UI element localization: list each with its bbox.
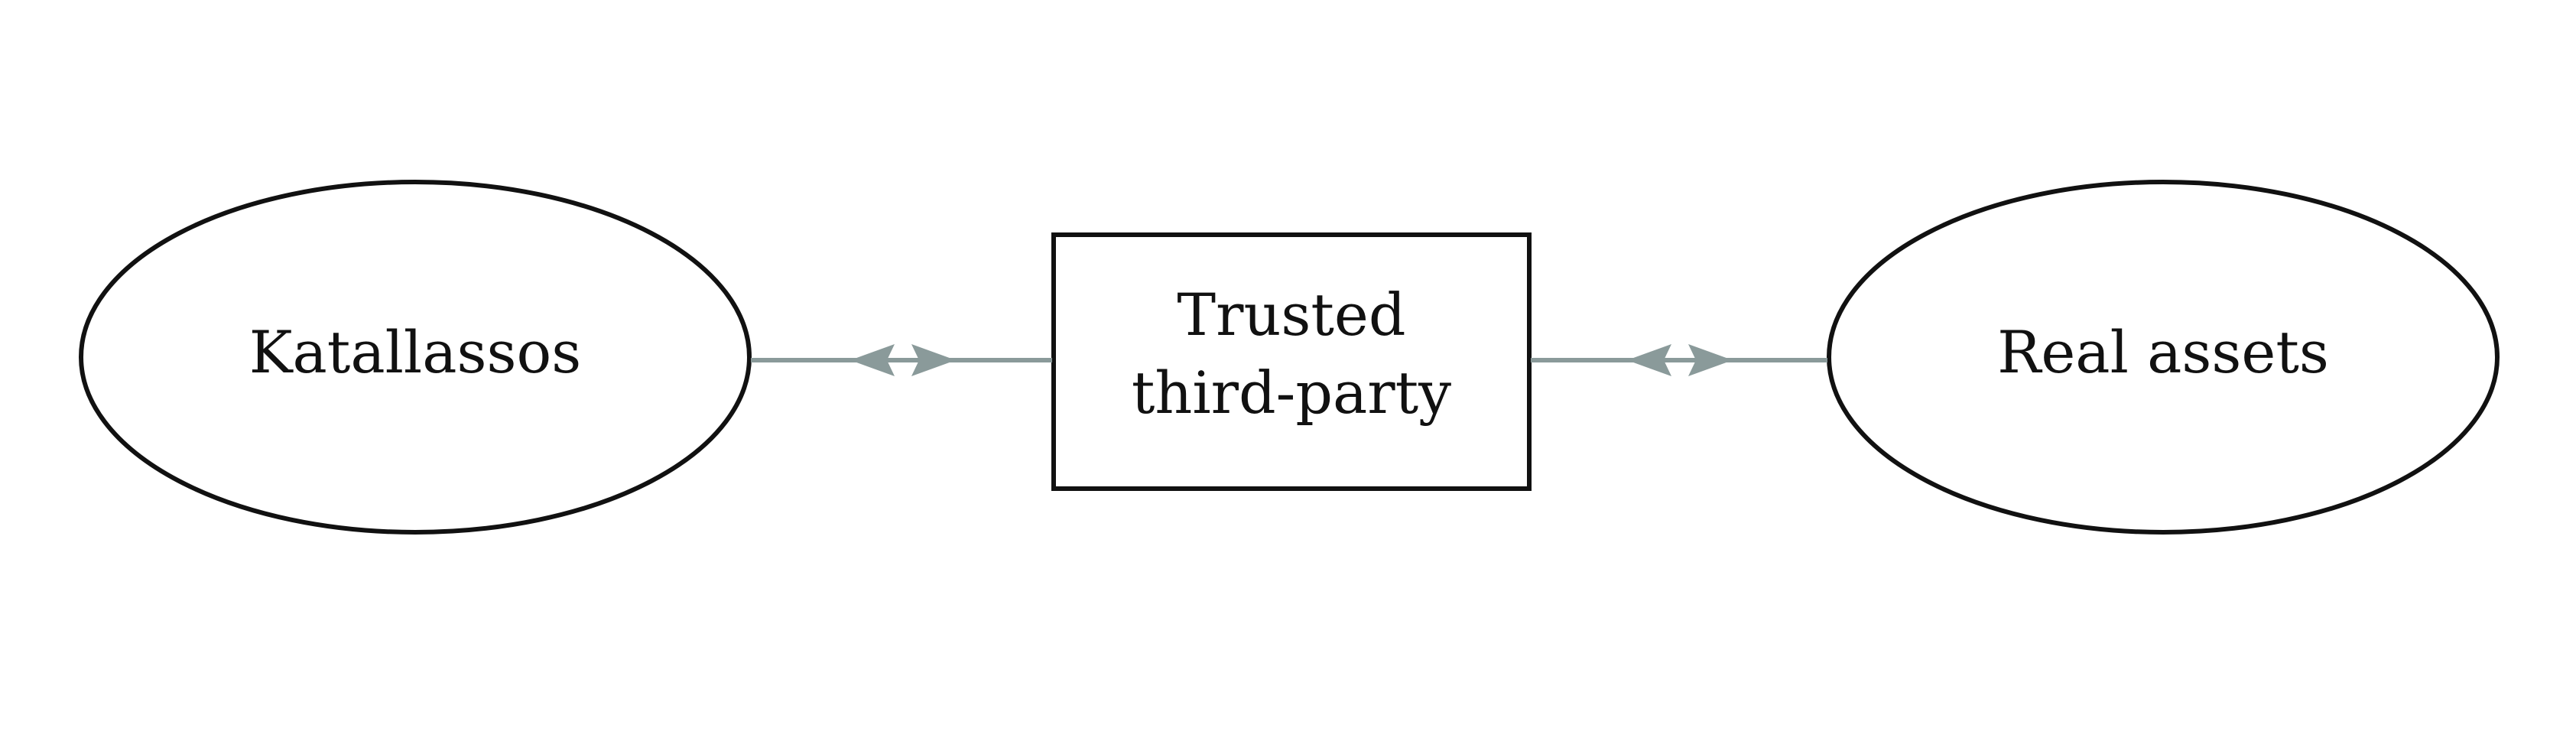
katallassos-ellipse bbox=[79, 180, 752, 535]
trusted-third-party-box bbox=[1051, 232, 1532, 491]
trusted-third-party-label-line1: Trusted bbox=[1177, 281, 1405, 349]
arrowhead-right-icon bbox=[1688, 344, 1733, 376]
real-assets-label: Real assets bbox=[1997, 318, 2329, 386]
node-katallassos: Katallassos bbox=[79, 180, 752, 535]
arrowhead-right-icon bbox=[911, 344, 956, 376]
edge-trusted-real-assets bbox=[1531, 344, 1827, 376]
katallassos-label: Katallassos bbox=[249, 318, 582, 386]
edge-katallassos-trusted bbox=[751, 344, 1052, 376]
arrowhead-left-icon bbox=[850, 344, 895, 376]
real-assets-ellipse bbox=[1827, 180, 2500, 535]
node-trusted-third-party: Trusted third-party bbox=[1051, 232, 1532, 491]
arrowhead-left-icon bbox=[1627, 344, 1671, 376]
node-real-assets: Real assets bbox=[1827, 180, 2500, 535]
trusted-third-party-label-line2: third-party bbox=[1132, 359, 1451, 427]
